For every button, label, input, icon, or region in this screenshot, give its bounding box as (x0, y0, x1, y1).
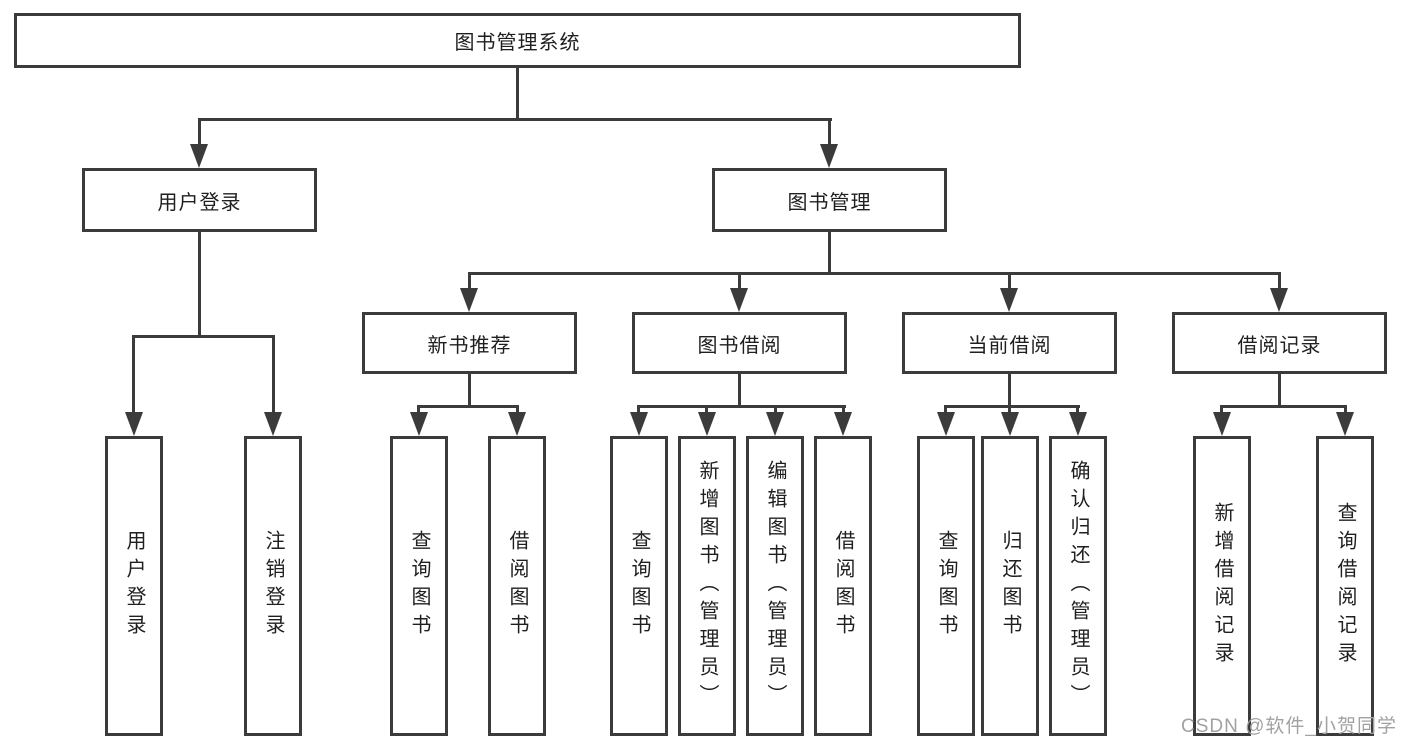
leaf-return-book-label: 归还图书 (999, 530, 1021, 642)
leaf-add-borrow-record: 新增借阅记录 (1193, 436, 1251, 736)
node-book-borrow: 图书借阅 (632, 312, 847, 374)
arrowhead-icon (937, 412, 955, 436)
node-user-login-label: 用户登录 (157, 191, 242, 214)
leaf-user-login: 用户登录 (105, 436, 163, 736)
connector-line (944, 405, 1080, 408)
arrowhead-icon (730, 288, 748, 312)
connector-line (516, 68, 519, 121)
arrowhead-icon (1069, 412, 1087, 436)
arrowhead-icon (264, 412, 282, 436)
node-user-login: 用户登录 (82, 168, 317, 232)
arrowhead-icon (766, 412, 784, 436)
arrowhead-icon (1213, 412, 1231, 436)
node-book-borrow-label: 图书借阅 (697, 334, 782, 357)
arrowhead-icon (698, 412, 716, 436)
connector-line (738, 272, 741, 292)
arrowhead-icon (1336, 412, 1354, 436)
leaf-add-borrow-record-label: 新增借阅记录 (1211, 502, 1233, 670)
arrowhead-icon (460, 288, 478, 312)
node-current-borrow: 当前借阅 (902, 312, 1117, 374)
arrowhead-icon (820, 144, 838, 168)
leaf-query-books-borrow-label: 查询图书 (628, 530, 650, 642)
leaf-query-books-borrow: 查询图书 (610, 436, 668, 736)
node-new-book-recommend-label: 新书推荐 (427, 334, 512, 357)
arrowhead-icon (508, 412, 526, 436)
leaf-borrow-books-borrow-label: 借阅图书 (832, 530, 854, 642)
connector-line (828, 118, 831, 146)
arrowhead-icon (1270, 288, 1288, 312)
node-borrow-records: 借阅记录 (1172, 312, 1387, 374)
connector-line (198, 232, 201, 338)
leaf-return-book: 归还图书 (981, 436, 1039, 736)
connector-line (1220, 405, 1223, 415)
connector-line (828, 232, 831, 275)
leaf-logout: 注销登录 (244, 436, 302, 736)
leaf-edit-book-admin: 编辑图书（管理员） (746, 436, 804, 736)
leaf-add-book-admin: 新增图书（管理员） (678, 436, 736, 736)
node-new-book-recommend: 新书推荐 (362, 312, 577, 374)
connector-line (1220, 405, 1347, 408)
leaf-edit-book-admin-label: 编辑图书（管理员） (764, 460, 786, 712)
connector-line (1344, 405, 1347, 415)
connector-line (1008, 405, 1011, 415)
connector-line (516, 405, 519, 415)
node-root: 图书管理系统 (14, 13, 1021, 68)
leaf-borrow-books-newbook-label: 借阅图书 (506, 530, 528, 642)
arrowhead-icon (410, 412, 428, 436)
node-book-management-label: 图书管理 (787, 191, 872, 214)
arrowhead-icon (190, 144, 208, 168)
connector-line (468, 272, 471, 292)
arrowhead-icon (125, 412, 143, 436)
leaf-borrow-books-borrow: 借阅图书 (814, 436, 872, 736)
leaf-confirm-return-admin-label: 确认归还（管理员） (1067, 460, 1089, 712)
arrowhead-icon (1001, 412, 1019, 436)
node-borrow-records-label: 借阅记录 (1237, 334, 1322, 357)
connector-line (132, 335, 275, 338)
watermark: CSDN @软件_小贺同学 (1181, 716, 1397, 737)
leaf-query-borrow-record-label: 查询借阅记录 (1334, 502, 1356, 670)
connector-line (705, 405, 708, 415)
connector-line (1278, 272, 1281, 292)
leaf-query-books-newbook: 查询图书 (390, 436, 448, 736)
connector-line (1008, 272, 1011, 292)
connector-line (1278, 374, 1281, 408)
connector-line (132, 335, 135, 414)
connector-line (1008, 374, 1011, 408)
leaf-logout-label: 注销登录 (262, 530, 284, 642)
connector-line (417, 405, 519, 408)
connector-line (944, 405, 947, 415)
connector-line (774, 405, 777, 415)
connector-line (637, 405, 640, 415)
arrowhead-icon (630, 412, 648, 436)
leaf-query-books-current-label: 查询图书 (935, 530, 957, 642)
connector-line (738, 374, 741, 408)
leaf-query-books-current: 查询图书 (917, 436, 975, 736)
arrowhead-icon (1000, 288, 1018, 312)
leaf-add-book-admin-label: 新增图书（管理员） (696, 460, 718, 712)
leaf-user-login-label: 用户登录 (123, 530, 145, 642)
connector-line (1076, 405, 1079, 415)
connector-line (468, 272, 1281, 275)
leaf-confirm-return-admin: 确认归还（管理员） (1049, 436, 1107, 736)
node-root-label: 图书管理系统 (454, 32, 581, 54)
node-book-management: 图书管理 (712, 168, 947, 232)
arrowhead-icon (834, 412, 852, 436)
connector-line (842, 405, 845, 415)
connector-line (198, 118, 832, 121)
connector-line (637, 405, 846, 408)
connector-line (468, 374, 471, 408)
leaf-borrow-books-newbook: 借阅图书 (488, 436, 546, 736)
connector-line (272, 335, 275, 414)
connector-line (198, 118, 201, 146)
connector-line (417, 405, 420, 415)
leaf-query-borrow-record: 查询借阅记录 (1316, 436, 1374, 736)
node-current-borrow-label: 当前借阅 (967, 334, 1052, 357)
leaf-query-books-newbook-label: 查询图书 (408, 530, 430, 642)
